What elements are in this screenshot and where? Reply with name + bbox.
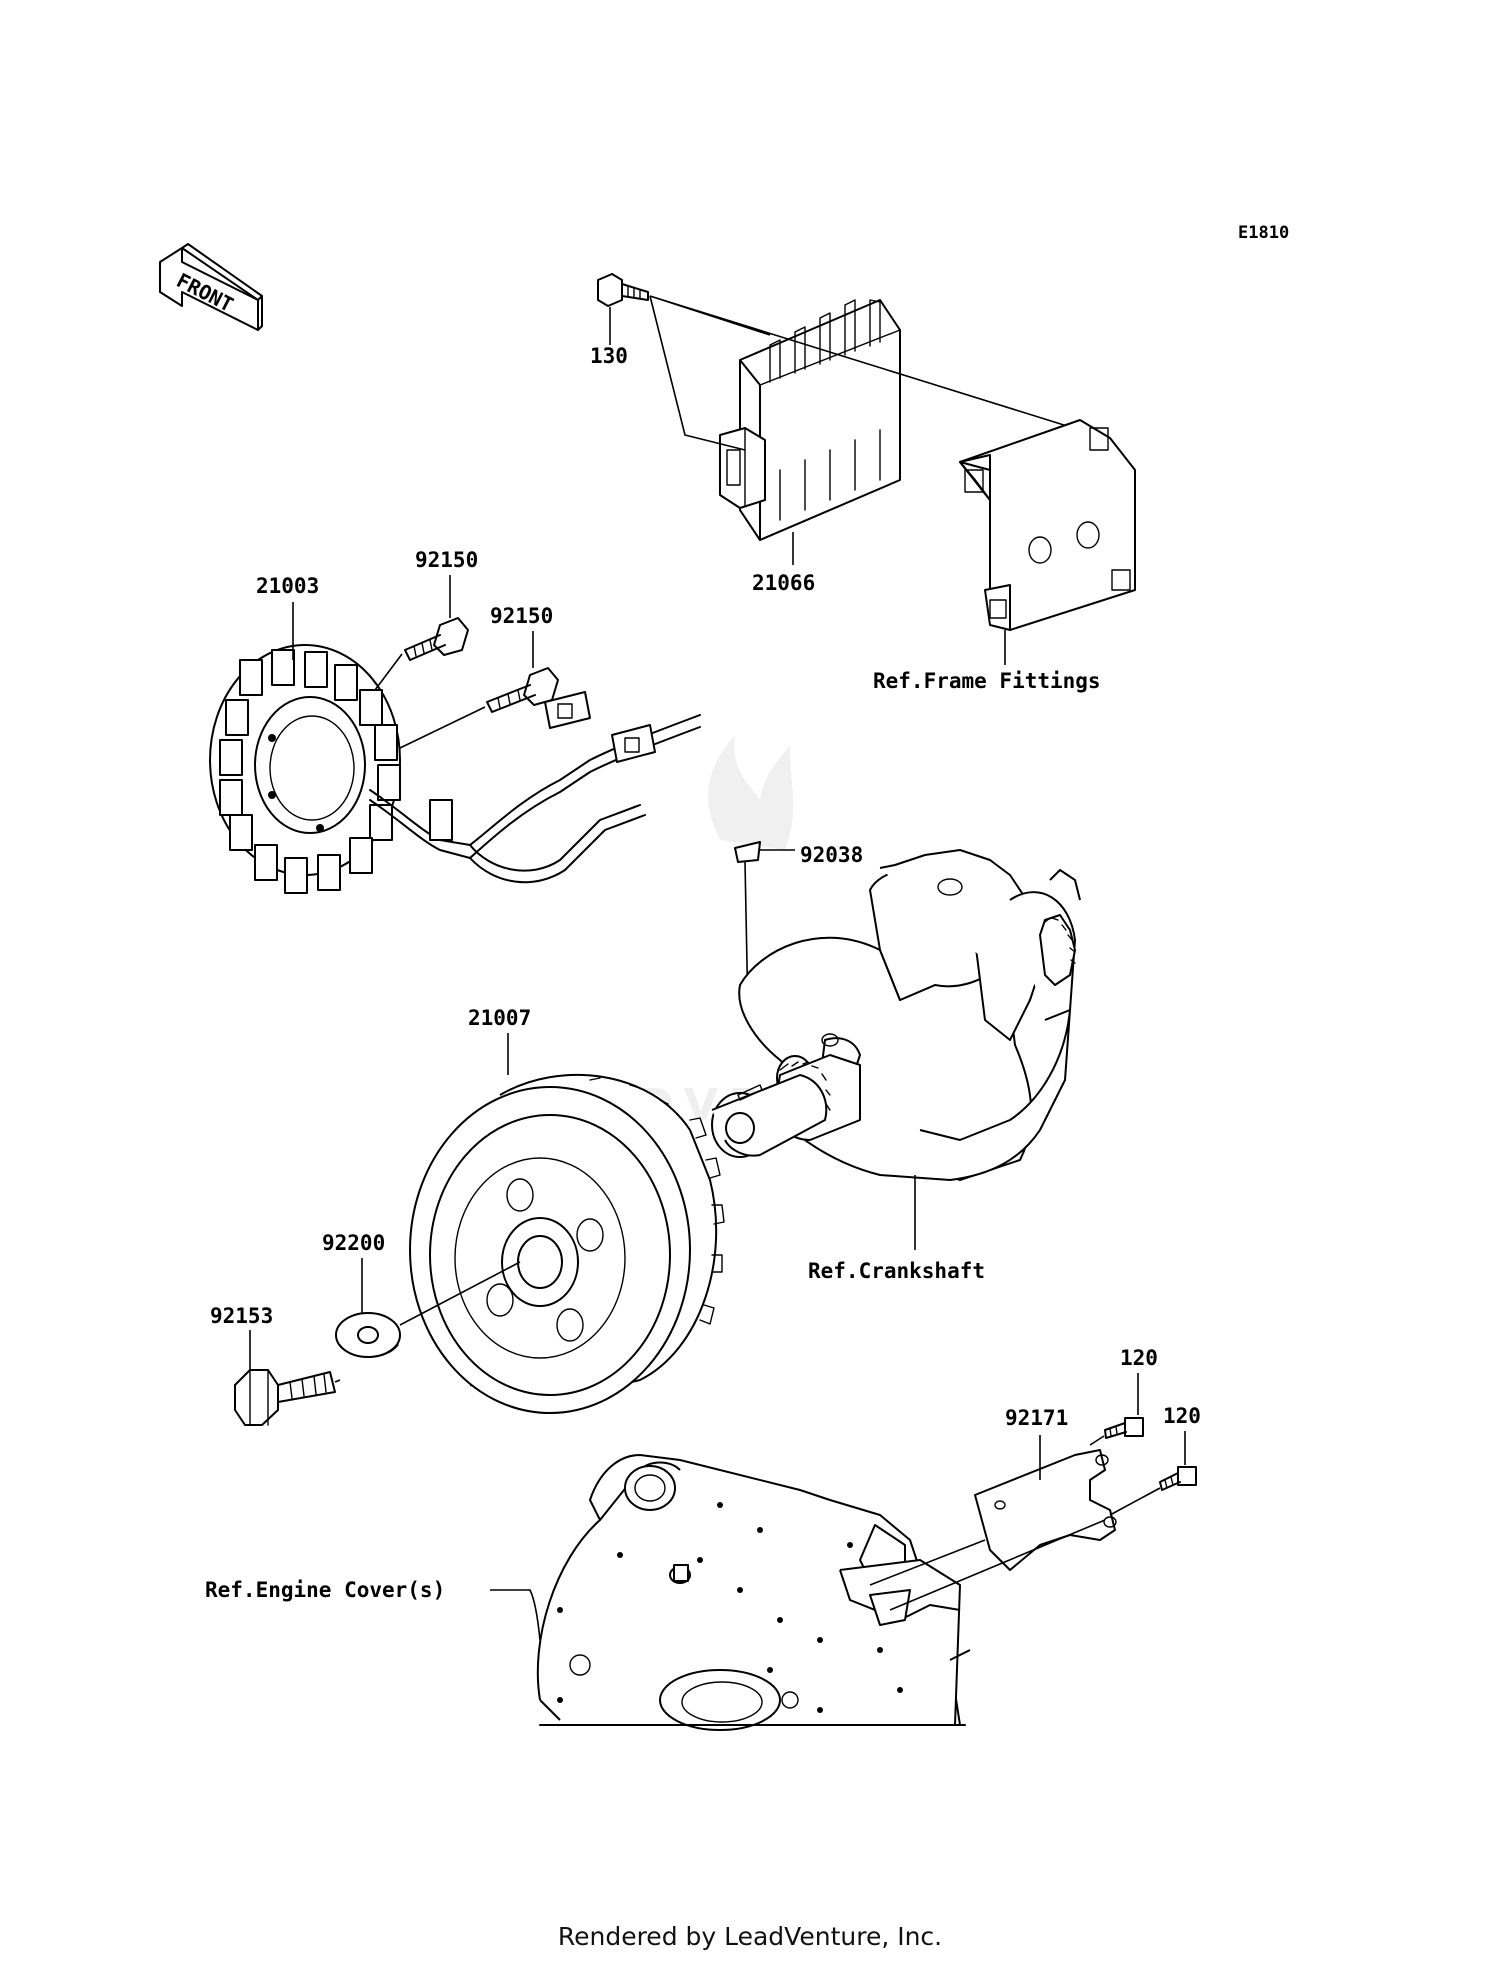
bolt-92153	[234, 1369, 336, 1426]
label-ref-crankshaft: Ref.Crankshaft	[808, 1259, 985, 1283]
frame-bracket	[959, 419, 1136, 631]
label-92200: 92200	[322, 1231, 385, 1255]
footer-credit: Rendered by LeadVenture, Inc.	[557, 1922, 943, 1951]
label-92171: 92171	[1005, 1406, 1068, 1430]
bolt-92150-b	[486, 667, 559, 713]
label-92150-a: 92150	[415, 548, 478, 572]
screw-120-b	[1159, 1466, 1197, 1491]
label-21007: 21007	[468, 1006, 531, 1030]
front-arrow-icon: FRONT	[159, 243, 263, 331]
label-21003: 21003	[256, 574, 319, 598]
label-92150-b: 92150	[490, 604, 553, 628]
rotor-21007	[409, 1073, 725, 1414]
label-21066: 21066	[752, 571, 815, 595]
crankshaft	[711, 849, 1081, 1181]
screw-120-a	[1104, 1417, 1144, 1439]
diagram-code: E1810	[1238, 223, 1289, 243]
bolt-130	[597, 273, 649, 307]
label-ref-frame-fittings: Ref.Frame Fittings	[873, 669, 1101, 693]
label-92038: 92038	[800, 843, 863, 867]
label-120-b: 120	[1163, 1404, 1201, 1428]
label-ref-engine-cover: Ref.Engine Cover(s)	[205, 1578, 445, 1602]
engine-cover	[536, 1454, 971, 1731]
cover-plate-92171	[974, 1449, 1117, 1571]
key-92038	[734, 841, 761, 863]
label-130: 130	[590, 344, 628, 368]
bolt-92150-a	[404, 617, 469, 661]
label-92153: 92153	[210, 1304, 273, 1328]
label-120-a: 120	[1120, 1346, 1158, 1370]
regulator-rectifier	[719, 299, 901, 541]
stator-21003	[209, 644, 701, 894]
washer-92200	[335, 1312, 401, 1358]
